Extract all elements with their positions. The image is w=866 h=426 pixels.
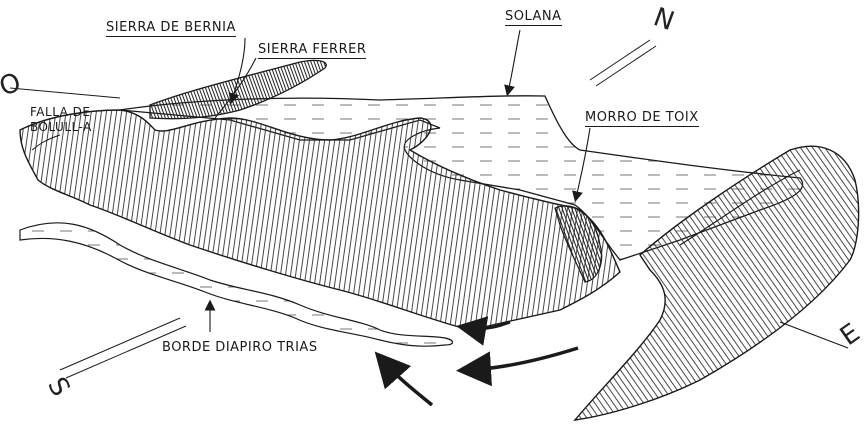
label-falla-line2: BOLULL-A: [30, 120, 92, 134]
label-sierra-ferrer: SIERRA FERRER: [258, 42, 366, 59]
movement-arrow-2: [470, 348, 578, 370]
label-borde-diapiro: BORDE DIAPIRO TRIAS: [162, 340, 318, 355]
solana-leader: [508, 30, 520, 92]
label-morro-toix: MORRO DE TOIX: [585, 110, 699, 127]
label-solana: SOLANA: [505, 9, 562, 26]
label-sierra-bernia: SIERRA DE BERNIA: [106, 20, 236, 37]
north-guide-1: [590, 40, 650, 80]
label-falla-line1: FALLA DE: [30, 105, 91, 119]
movement-arrow-3: [384, 362, 432, 405]
west-guide: [10, 88, 120, 98]
north-guide-2: [596, 46, 656, 86]
